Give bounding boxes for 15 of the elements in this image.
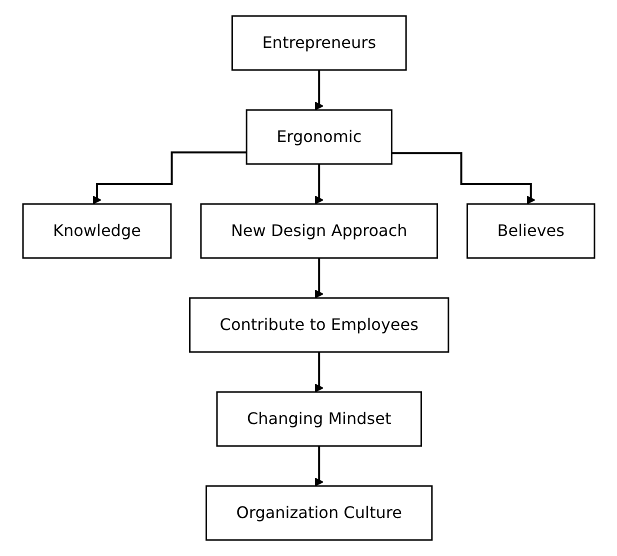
node-box: Ergonomic — [246, 109, 392, 165]
arrow — [314, 163, 324, 204]
arrow — [92, 151, 246, 204]
arrow — [391, 152, 536, 204]
arrow — [314, 351, 324, 392]
node-box: Believes — [466, 203, 595, 259]
node-box: Knowledge — [22, 203, 172, 259]
node-box: Contribute to Employees — [188, 297, 449, 353]
node-box: Organization Culture — [205, 485, 432, 541]
arrow — [314, 69, 324, 110]
node-box: Entrepreneurs — [231, 15, 407, 71]
arrow — [314, 257, 324, 298]
node-box: New Design Approach — [200, 203, 438, 259]
arrow — [314, 445, 324, 486]
node-box: Changing Mindset — [216, 391, 422, 447]
